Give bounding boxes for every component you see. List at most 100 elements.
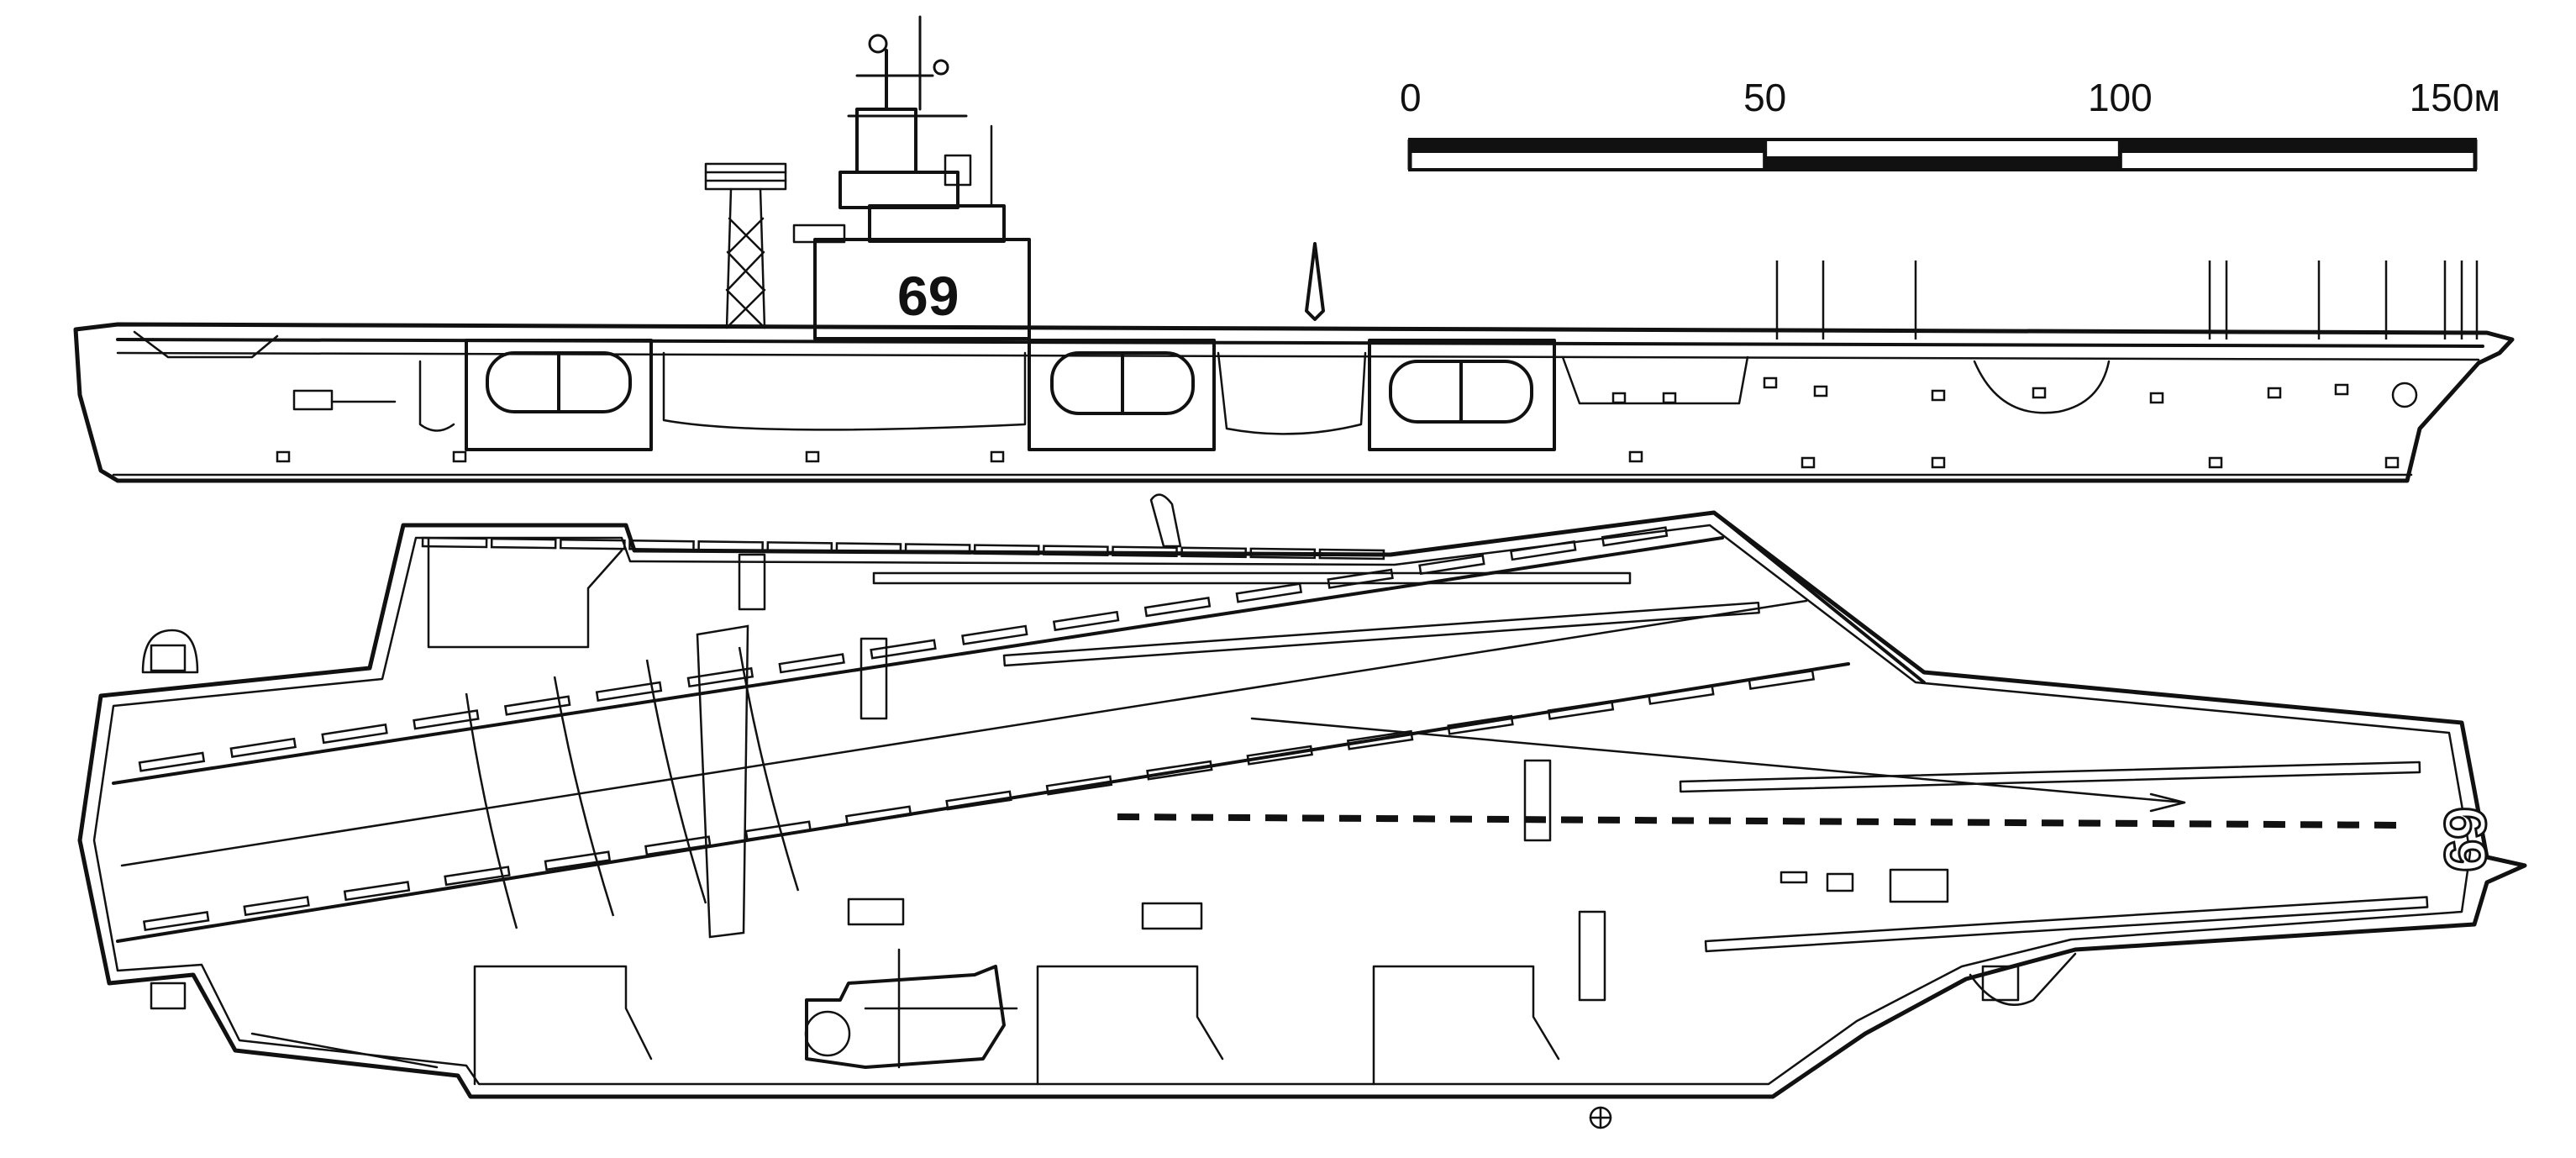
plan-elevators: [427, 536, 1560, 1086]
bow-sponson: [1973, 360, 2111, 414]
side-elevation-view: 69: [73, 15, 2515, 483]
scale-label-1: 50: [1743, 76, 1786, 119]
deck-edge-light: [413, 709, 480, 730]
deck-edge-light: [697, 540, 764, 552]
deck-edge-light: [644, 835, 712, 856]
scale-bar-segment-3: [2119, 141, 2475, 153]
catapult-4: [1704, 896, 2429, 953]
deck-edge-light: [1547, 699, 1615, 720]
sponson-fwd: [1561, 355, 1749, 405]
side-elevators: [465, 339, 1556, 451]
blast-deflector-1: [738, 553, 766, 611]
elevator-bay-2: [1028, 339, 1216, 451]
deck-inner-edge: [92, 524, 2472, 1086]
scale-bar-segment-2: [1764, 156, 2119, 168]
deck-edge-light: [1327, 568, 1394, 589]
deck-edge-light: [835, 542, 902, 554]
scale-bar-segment-1: [1410, 141, 1764, 153]
porthole: [1662, 392, 1677, 404]
plan-elevator-2: [473, 965, 653, 1086]
deck-edge-light: [1052, 610, 1120, 632]
island-wing: [792, 224, 846, 244]
island-bridge: [868, 204, 1006, 243]
porthole: [2149, 392, 2164, 404]
hull-plan-outline: [77, 510, 2527, 1099]
deck-edge-light: [343, 881, 411, 902]
arresting-wires: [465, 624, 800, 939]
mast-dome-1: [868, 34, 888, 54]
porthole: [2208, 456, 2223, 469]
deck-light-mast: [1305, 242, 1325, 321]
catapult-3: [1679, 761, 2421, 793]
catapult-2: [1002, 601, 1760, 667]
gallery-deck-line: [116, 351, 2480, 361]
scale-label-0: 0: [1400, 76, 1422, 119]
deck-lights: [138, 526, 1816, 932]
deck-edge-light: [1235, 582, 1303, 603]
blast-deflector-2: [860, 637, 888, 720]
deck-dashed-centerline: [1117, 813, 2404, 829]
deck-hatch-1: [1889, 868, 1949, 903]
deck-edge-light: [1748, 669, 1816, 690]
scale-bar: 0 50 100 150м: [1400, 76, 2500, 171]
stern-hatch: [292, 389, 334, 411]
deck-edge-light: [243, 896, 310, 917]
island-upper: [839, 171, 959, 209]
deck-edge-light: [961, 624, 1028, 645]
deck-hull-number: 69: [2432, 807, 2498, 872]
deck-edge-light: [744, 820, 812, 841]
deck-edge-light: [490, 537, 557, 550]
deck-edge-light: [628, 539, 695, 551]
deck-edge-light: [1318, 548, 1385, 561]
deck-edge-light: [1601, 526, 1669, 547]
angled-deck-bow-edge: [1712, 511, 1926, 684]
mast-dome-2: [933, 59, 949, 76]
arresting-wire: [553, 676, 615, 917]
deck-edge-light: [1249, 547, 1317, 560]
porthole: [1813, 385, 1828, 397]
porthole: [1801, 456, 1816, 469]
sponson-aft: [1217, 351, 1367, 435]
deck-edge-light: [1418, 554, 1485, 576]
island-hull-number: 69: [897, 265, 959, 327]
porthole: [805, 450, 820, 463]
radar-array: [704, 162, 787, 191]
blast-deflector-3: [1523, 759, 1552, 842]
porthole: [1931, 389, 1946, 402]
deck-edge-light: [1143, 597, 1212, 618]
catapult-1: [872, 571, 1632, 585]
stbd-aft-sponson-grid: [150, 982, 187, 1010]
deck-edge-light: [595, 681, 663, 702]
deck-edge-light: [945, 790, 1012, 811]
deck-edge-light: [973, 544, 1040, 555]
deck-edge-light: [870, 639, 937, 660]
deck-edge-light: [1180, 546, 1247, 559]
porthole: [2267, 387, 2282, 399]
deck-edge-light: [321, 723, 388, 745]
island-plan-dome: [804, 1010, 851, 1057]
radar-tower: [704, 162, 787, 329]
deck-edge-light: [1146, 760, 1213, 781]
deck-hatch-2: [1826, 872, 1854, 892]
deck-edge-light: [766, 541, 833, 553]
scale-ticks: [1407, 139, 2478, 170]
porthole: [452, 450, 467, 463]
porthole: [2032, 387, 2047, 399]
scale-label-3: 150м: [2410, 76, 2500, 119]
deck-hatch-3: [1780, 871, 1808, 884]
plan-stern-crane: [1149, 493, 1182, 548]
port-aft-sponson: [141, 629, 199, 674]
deck-edge-light: [1045, 775, 1113, 796]
deck-edge-light: [904, 543, 971, 555]
deck-hatch-4: [847, 897, 905, 926]
elevator-bay-3: [1368, 339, 1556, 451]
deck-hatch-5: [1141, 902, 1203, 930]
deck-edge-light: [1447, 714, 1514, 735]
angled-deck-centerline: [120, 599, 1808, 867]
scale-label-2: 100: [2088, 76, 2153, 119]
stern-detail: [133, 330, 279, 359]
porthole: [1763, 376, 1778, 389]
plan-view: 69: [77, 493, 2527, 1129]
deck-edge-light: [560, 538, 626, 550]
deck-masts: [1775, 261, 2479, 340]
